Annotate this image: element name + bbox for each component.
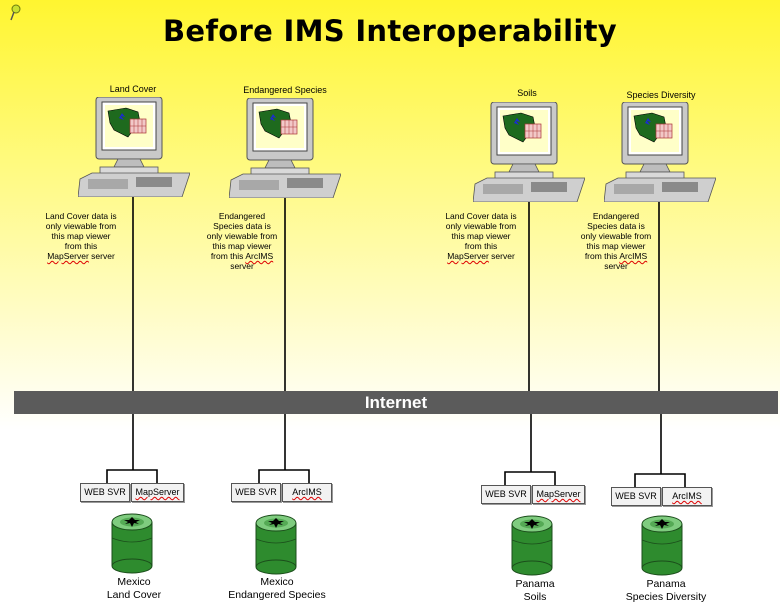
- note-line: this map viewer: [586, 241, 646, 251]
- note-line: this map viewer: [451, 231, 511, 241]
- computer-workstation-icon: [228, 97, 342, 203]
- dataset-name: Endangered Species: [228, 589, 326, 601]
- web-server-box: WEB SVR: [611, 487, 661, 506]
- client-label-soils: Soils: [517, 88, 537, 98]
- server-name: ArcIMS: [619, 251, 648, 261]
- note-line: Species data is: [213, 221, 271, 231]
- client-note-species-diversity: Endangered Species data is only viewable…: [574, 211, 658, 271]
- server-name: ArcIMS: [245, 251, 274, 261]
- note-line: from this ArcIMS: [200, 251, 284, 261]
- note-line: only viewable from: [580, 231, 652, 241]
- web-server-box: WEB SVR: [481, 485, 531, 504]
- note-text: from this: [584, 251, 618, 261]
- note-suffix: server: [488, 251, 515, 261]
- note-suffix: server: [88, 251, 115, 261]
- ims-label: ArcIMS: [672, 491, 702, 501]
- location-name: Mexico: [117, 576, 151, 588]
- client-label-species-diversity: Species Diversity: [626, 90, 696, 100]
- ims-label: MapServer: [135, 487, 180, 497]
- dataset-name: Soils: [523, 591, 547, 603]
- web-server-box: WEB SVR: [80, 483, 130, 502]
- location-name: Panama: [646, 578, 686, 590]
- mapserver-box: MapServer: [131, 483, 184, 502]
- note-line: Land Cover data is: [445, 211, 517, 221]
- client-label-land-cover: Land Cover: [109, 84, 157, 94]
- note-line: only viewable from: [206, 231, 278, 241]
- note-line: server: [604, 261, 628, 271]
- note-line: from this ArcIMS: [574, 251, 658, 261]
- computer-workstation-icon: [603, 101, 717, 207]
- client-note-land-cover: Land Cover data is only viewable from th…: [32, 211, 130, 261]
- arcims-box: ArcIMS: [662, 487, 712, 506]
- note-line: only viewable from: [445, 221, 517, 231]
- arcims-box: ArcIMS: [282, 483, 332, 502]
- computer-workstation-icon: [77, 96, 191, 202]
- ims-label: ArcIMS: [292, 487, 322, 497]
- client-note-endangered-species: Endangered Species data is only viewable…: [200, 211, 284, 271]
- pushpin-icon: [8, 4, 22, 27]
- note-line: this map viewer: [51, 231, 111, 241]
- client-label-endangered-species: Endangered Species: [243, 85, 327, 95]
- note-line: only viewable from: [45, 221, 117, 231]
- database-cylinder-icon: [640, 514, 684, 581]
- server-location-4: Panama Species Diversity: [596, 578, 736, 604]
- mapserver-box: MapServer: [532, 485, 585, 504]
- database-cylinder-icon: [510, 514, 554, 581]
- note-line: Endangered: [592, 211, 640, 221]
- note-line: Species data is: [587, 221, 645, 231]
- note-text: from this: [210, 251, 244, 261]
- note-line: from this: [64, 241, 98, 251]
- slide-title: Before IMS Interoperability: [163, 14, 617, 48]
- server-location-3: Panama Soils: [465, 578, 605, 604]
- server-location-2: Mexico Endangered Species: [207, 576, 347, 602]
- note-line: MapServer server: [432, 251, 530, 261]
- database-cylinder-icon: [110, 512, 154, 579]
- server-name: MapServer: [47, 251, 89, 261]
- database-cylinder-icon: [254, 513, 298, 580]
- ims-label: MapServer: [536, 489, 581, 499]
- location-name: Mexico: [260, 576, 294, 588]
- internet-bar: Internet: [14, 391, 778, 414]
- client-note-soils: Land Cover data is only viewable from th…: [432, 211, 530, 261]
- computer-workstation-icon: [472, 101, 586, 207]
- location-name: Panama: [515, 578, 555, 590]
- note-line: this map viewer: [212, 241, 272, 251]
- note-line: server: [230, 261, 254, 271]
- note-line: Land Cover data is: [45, 211, 117, 221]
- note-line: Endangered: [218, 211, 266, 221]
- server-location-1: Mexico Land Cover: [64, 576, 204, 602]
- server-name: MapServer: [447, 251, 489, 261]
- note-line: MapServer server: [32, 251, 130, 261]
- note-line: from this: [464, 241, 498, 251]
- dataset-name: Land Cover: [106, 589, 162, 601]
- dataset-name: Species Diversity: [625, 591, 707, 603]
- web-server-box: WEB SVR: [231, 483, 281, 502]
